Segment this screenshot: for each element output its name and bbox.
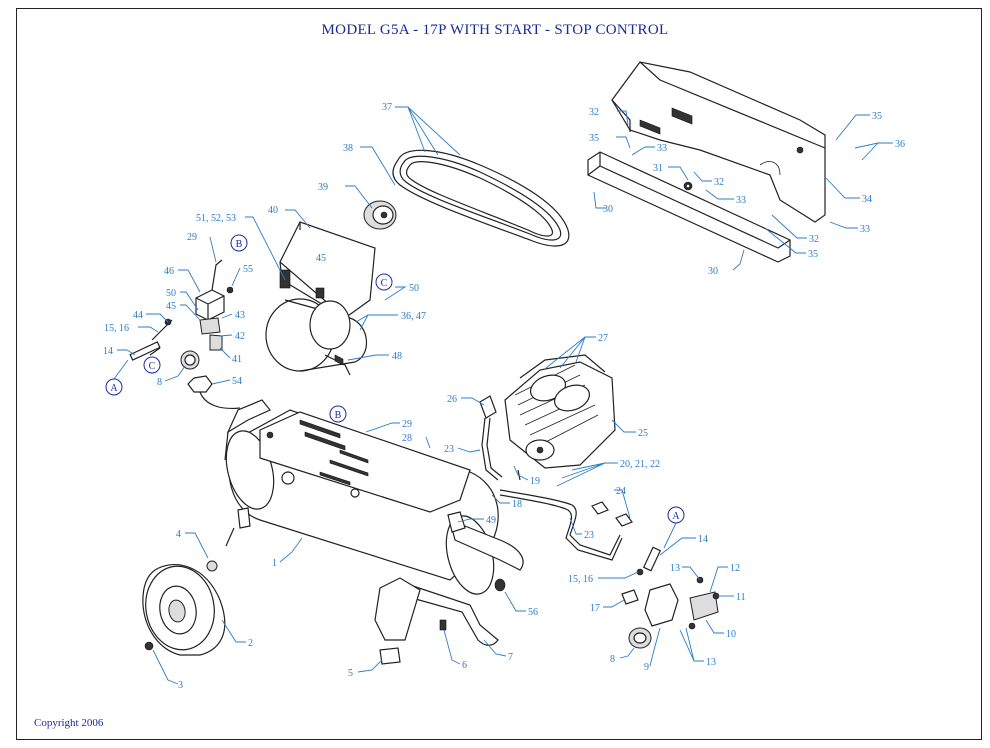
label-8-left: 8: [157, 377, 162, 388]
label-42: 42: [235, 331, 245, 342]
svg-text:A: A: [672, 511, 680, 522]
label-33-right: 33: [860, 224, 870, 235]
label-23-lower: 23: [584, 530, 594, 541]
label-41: 41: [232, 354, 242, 365]
label-45-motor: 45: [316, 253, 326, 264]
diagram-title: MODEL G5A - 17P WITH START - STOP CONTRO…: [321, 22, 669, 38]
guard-bracket: [587, 151, 791, 263]
part-labels: 37 38 39 40 51, 52, 53 29 46 55 50 45 44…: [103, 102, 905, 691]
air-tank: [224, 399, 524, 665]
label-43: 43: [235, 310, 245, 321]
label-34: 34: [862, 194, 872, 205]
belt-guard: [611, 61, 826, 223]
label-5: 5: [348, 668, 353, 679]
label-31: 31: [653, 163, 663, 174]
label-11: 11: [736, 592, 746, 603]
label-38: 38: [343, 143, 353, 154]
page-frame: [16, 8, 982, 740]
callout-c-motor: C: [375, 273, 393, 291]
label-28: 28: [402, 433, 412, 444]
label-56: 56: [528, 607, 538, 618]
callout-a-left: A: [105, 359, 129, 396]
label-3: 3: [178, 680, 183, 691]
label-39: 39: [318, 182, 328, 193]
label-4: 4: [176, 529, 181, 540]
svg-text:C: C: [149, 361, 156, 372]
label-15-16-right: 15, 16: [568, 574, 593, 585]
label-30-left: 30: [603, 204, 613, 215]
label-8-right: 8: [610, 654, 615, 665]
svg-text:B: B: [335, 410, 342, 421]
label-50-motor: 50: [409, 283, 419, 294]
label-23-upper: 23: [444, 444, 454, 455]
label-40: 40: [268, 205, 278, 216]
label-32-right: 32: [809, 234, 819, 245]
electric-motor: [265, 221, 376, 376]
label-25: 25: [638, 428, 648, 439]
label-18: 18: [512, 499, 522, 510]
discharge-tubes: [481, 417, 633, 561]
svg-text:A: A: [110, 383, 118, 394]
callout-c-left: C: [143, 356, 161, 374]
drive-belt: [392, 149, 570, 247]
label-45-left: 45: [166, 301, 176, 312]
callout-b-tank: B: [329, 405, 347, 423]
svg-text:B: B: [236, 239, 243, 250]
svg-text:C: C: [381, 278, 388, 289]
label-35-lower: 35: [808, 249, 818, 260]
label-29-tank: 29: [402, 419, 412, 430]
label-7: 7: [508, 652, 513, 663]
label-2: 2: [248, 638, 253, 649]
label-49: 49: [486, 515, 496, 526]
label-14-right: 14: [698, 534, 708, 545]
label-6: 6: [462, 660, 467, 671]
label-32-top: 32: [589, 107, 599, 118]
label-37: 37: [382, 102, 392, 113]
compressor-pump: [479, 354, 616, 469]
label-36-47: 36, 47: [401, 311, 426, 322]
label-13-lower: 13: [706, 657, 716, 668]
wheel: [142, 560, 226, 656]
label-1: 1: [272, 558, 277, 569]
label-20-21-22: 20, 21, 22: [620, 459, 660, 470]
label-36-right: 36: [895, 139, 905, 150]
label-15-16-left: 15, 16: [104, 323, 129, 334]
callout-b-top: B: [230, 234, 248, 252]
callout-a-right: A: [663, 506, 685, 549]
label-55: 55: [243, 264, 253, 275]
label-29-upper: 29: [187, 232, 197, 243]
check-valve-assembly: [621, 546, 720, 649]
label-33-top: 33: [657, 143, 667, 154]
label-35-top: 35: [589, 133, 599, 144]
label-48: 48: [392, 351, 402, 362]
label-17: 17: [590, 603, 600, 614]
label-32-mid: 32: [714, 177, 724, 188]
pressure-switch: [129, 259, 241, 410]
label-44: 44: [133, 310, 143, 321]
leader-lines: [117, 106, 893, 685]
label-12: 12: [730, 563, 740, 574]
label-51-52-53: 51, 52, 53: [196, 213, 236, 224]
label-9: 9: [644, 662, 649, 673]
label-14-left: 14: [103, 346, 113, 357]
label-50-left: 50: [166, 288, 176, 299]
label-30-right: 30: [708, 266, 718, 277]
label-10: 10: [726, 629, 736, 640]
label-27: 27: [598, 333, 608, 344]
label-54: 54: [232, 376, 242, 387]
motor-pulley: [363, 200, 397, 230]
label-13-upper: 13: [670, 563, 680, 574]
label-26: 26: [447, 394, 457, 405]
copyright-notice: Copyright 2006: [34, 717, 104, 729]
label-46: 46: [164, 266, 174, 277]
label-24: 24: [616, 486, 626, 497]
label-19: 19: [530, 476, 540, 487]
label-35-right: 35: [872, 111, 882, 122]
label-33-mid: 33: [736, 195, 746, 206]
